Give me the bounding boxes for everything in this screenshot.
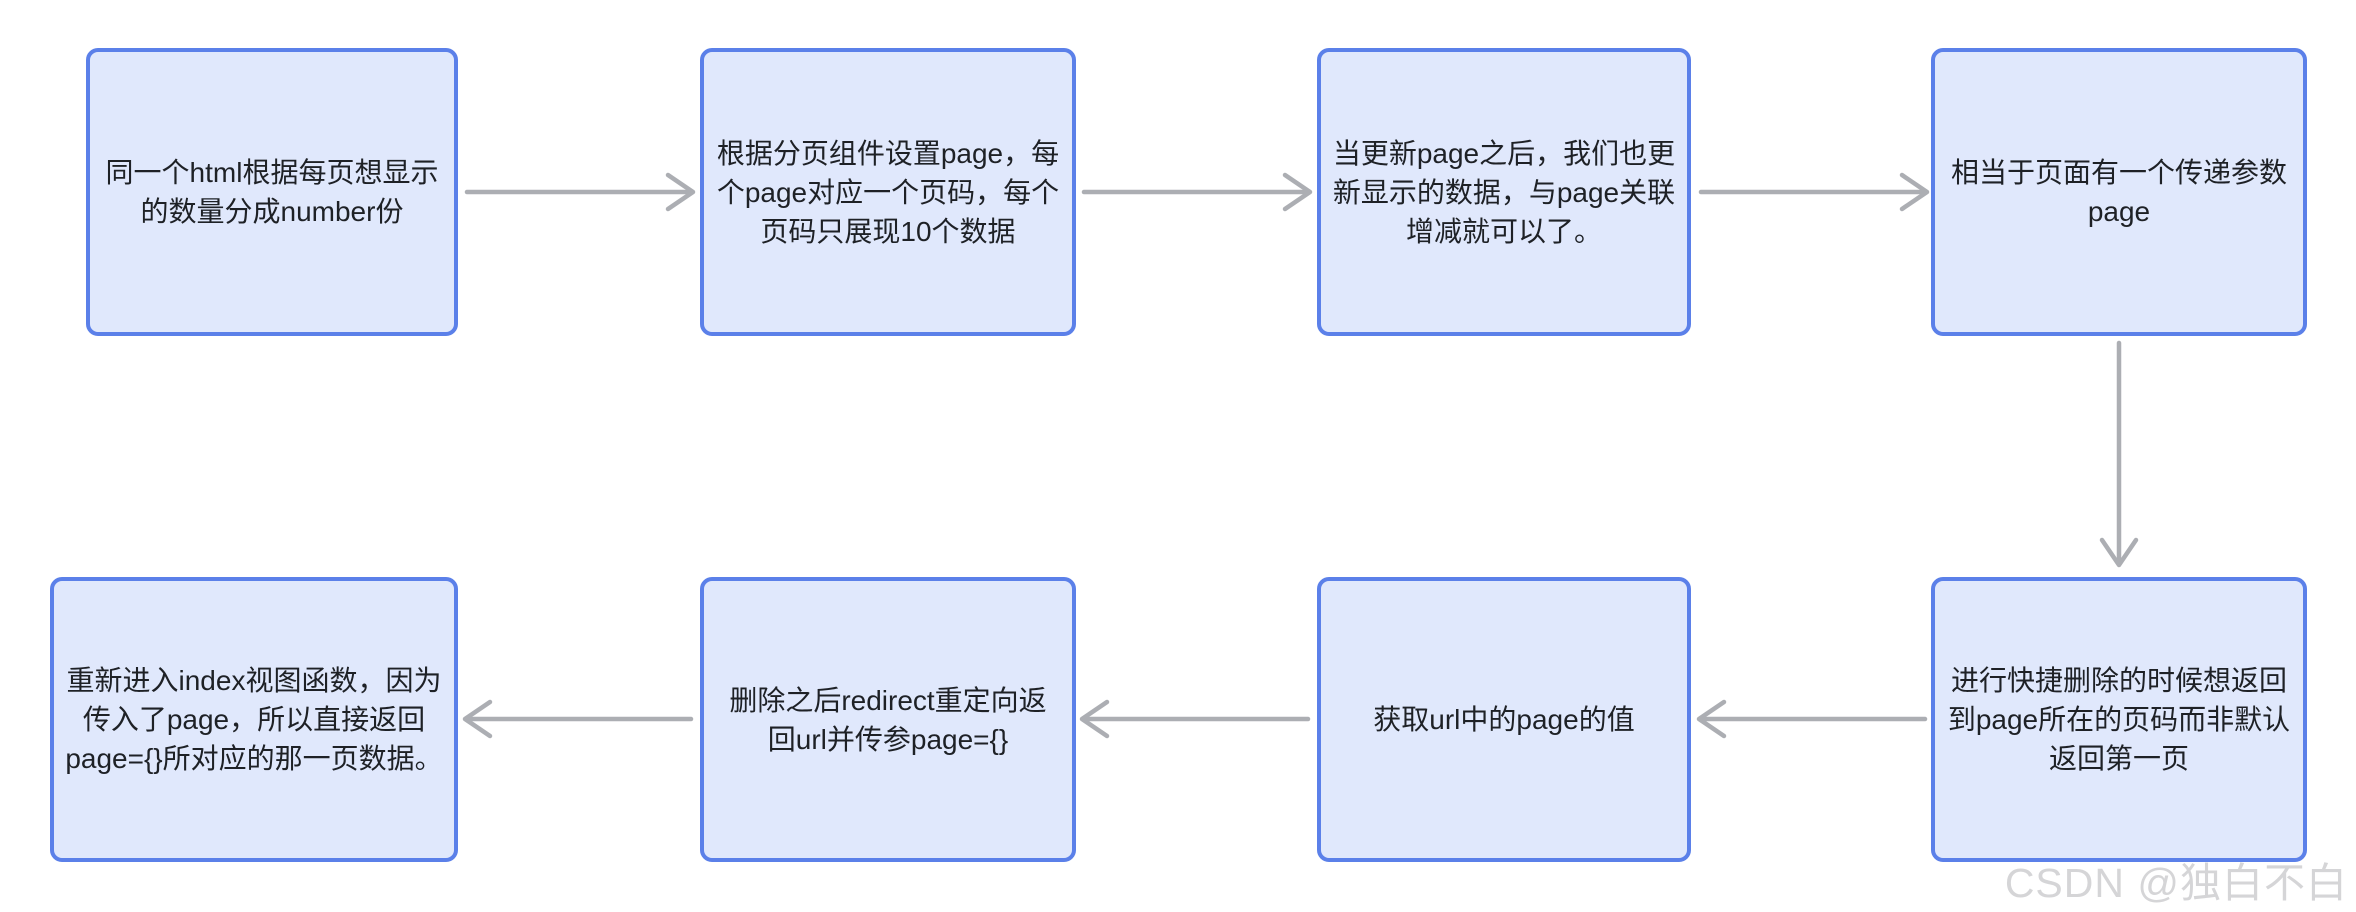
flow-node-2: 根据分页组件设置page，每 个page对应一个页码，每个 页码只展现10个数据 xyxy=(700,48,1076,336)
flow-node-5-label: 进行快捷删除的时候想返回 到page所在的页码而非默认 返回第一页 xyxy=(1947,665,2291,774)
flow-node-7-label: 删除之后redirect重定向返 回url并传参page={} xyxy=(729,684,1047,755)
csdn-watermark: CSDN @独白不白 xyxy=(2004,860,2348,906)
arrow-down-icon xyxy=(2099,340,2139,568)
flow-node-8-label: 重新进入index视图函数，因为 传入了page，所以直接返回 page={}所… xyxy=(65,665,443,774)
flow-node-2-label: 根据分页组件设置page，每 个page对应一个页码，每个 页码只展现10个数据 xyxy=(716,137,1060,247)
flow-node-1-label: 同一个html根据每页想显示 的数量分成number份 xyxy=(105,157,439,227)
arrow-left-icon xyxy=(462,699,694,739)
flow-node-8: 重新进入index视图函数，因为 传入了page，所以直接返回 page={}所… xyxy=(50,577,458,862)
arrow-left-icon xyxy=(1079,699,1311,739)
flow-node-3-label: 当更新page之后，我们也更 新显示的数据，与page关联 增减就可以了。 xyxy=(1332,137,1676,247)
flow-node-4-label: 相当于页面有一个传递参数 page xyxy=(1950,157,2287,227)
flow-node-6-label: 获取url中的page的值 xyxy=(1373,704,1635,735)
arrow-right-icon xyxy=(1081,172,1313,212)
flow-node-7: 删除之后redirect重定向返 回url并传参page={} xyxy=(700,577,1076,862)
arrow-right-icon xyxy=(1698,172,1930,212)
flow-node-4: 相当于页面有一个传递参数 page xyxy=(1931,48,2307,336)
flow-node-3: 当更新page之后，我们也更 新显示的数据，与page关联 增减就可以了。 xyxy=(1317,48,1691,336)
flow-node-5: 进行快捷删除的时候想返回 到page所在的页码而非默认 返回第一页 xyxy=(1931,577,2307,862)
arrow-right-icon xyxy=(464,172,696,212)
arrow-left-icon xyxy=(1696,699,1928,739)
flow-node-6: 获取url中的page的值 xyxy=(1317,577,1691,862)
flow-node-1: 同一个html根据每页想显示 的数量分成number份 xyxy=(86,48,458,336)
